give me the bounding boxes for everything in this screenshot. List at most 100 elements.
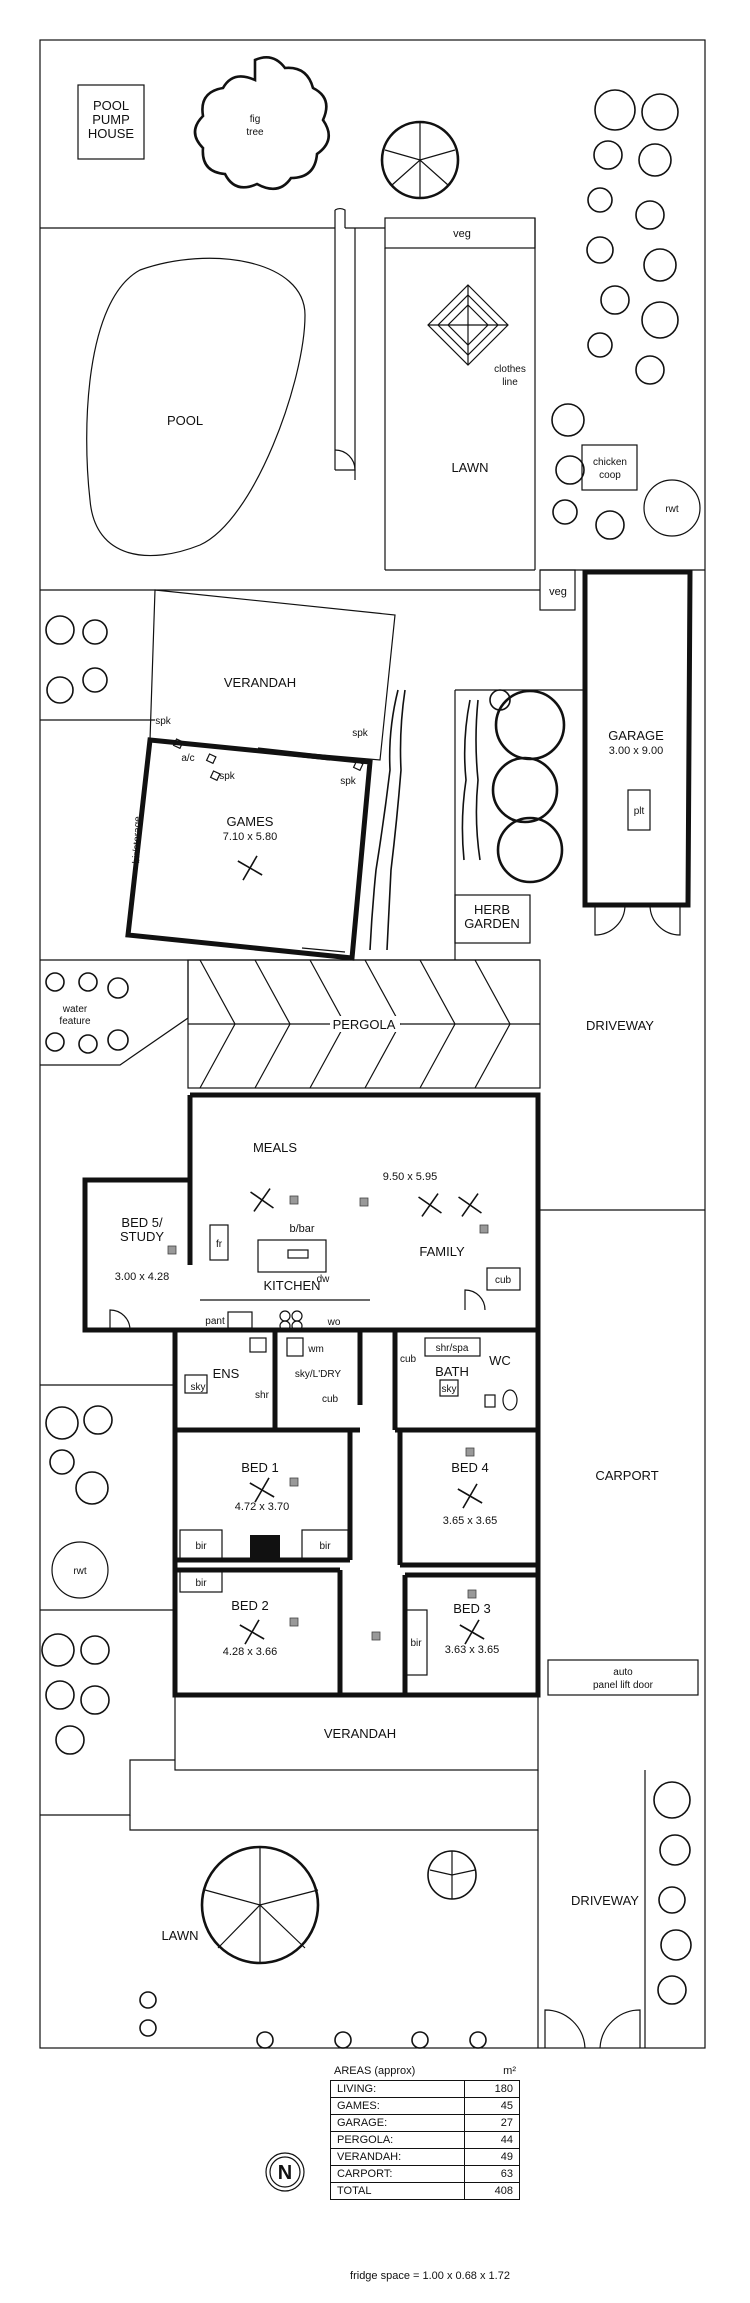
- plan-label: VERANDAH: [224, 675, 296, 690]
- plan-label: shr: [255, 1390, 270, 1401]
- living-area: MEALS 9.50 x 5.95 FAMILY b/bar KITCHEN d…: [200, 1140, 521, 1332]
- plan-label: spk: [155, 716, 172, 727]
- plan-label: bir: [410, 1638, 422, 1649]
- plan-label: WC: [489, 1353, 511, 1368]
- plan-label: spk: [352, 728, 369, 739]
- bed4: BED 4 3.65 x 3.65: [397, 1430, 538, 1568]
- plan-label: chicken: [593, 457, 627, 468]
- plan-label: panel lift door: [593, 1680, 654, 1691]
- area-name: CARPORT:: [330, 2165, 465, 2183]
- garage: veg GARAGE 3.00 x 9.00 plt: [539, 569, 693, 936]
- fig-tree: fig tree: [193, 56, 331, 191]
- plan-label: POOL: [93, 98, 129, 113]
- plan-label: LAWN: [161, 1928, 198, 1943]
- chicken-coop: chicken coop: [581, 444, 638, 491]
- area-value: 44: [464, 2131, 520, 2149]
- area-name: PERGOLA:: [330, 2131, 465, 2149]
- plan-label: wm: [307, 1344, 324, 1355]
- pool: POOL: [86, 257, 306, 557]
- shrubs-front: [139, 1991, 487, 2049]
- bed3: bir BED 3 3.63 x 3.65: [402, 1572, 538, 1695]
- plan-label: sky: [191, 1382, 206, 1393]
- plan-label: HOUSE: [88, 126, 135, 141]
- plan-label: FAMILY: [419, 1244, 465, 1259]
- verandah-front: VERANDAH: [174, 1694, 539, 1771]
- area-name: VERANDAH:: [330, 2148, 465, 2166]
- trees-left-lower: [41, 1405, 113, 1755]
- bed2: bir BED 2 4.28 x 3.66: [175, 1567, 381, 1695]
- plan-label: HERB: [474, 902, 510, 917]
- rainwater-tank-bottom: rwt: [51, 1541, 109, 1599]
- plan-label: tree: [246, 127, 264, 138]
- plan-label: GARAGE: [608, 728, 664, 743]
- plan-label: water: [62, 1004, 88, 1015]
- main-house-walls: [82, 1092, 541, 1698]
- plan-label: bir: [195, 1578, 207, 1589]
- areas-title: AREAS (approx): [334, 2065, 416, 2077]
- plan-label: veg: [549, 586, 567, 598]
- plan-label: b/bar: [289, 1223, 314, 1235]
- pool-pump-house: POOL PUMP HOUSE: [77, 84, 145, 160]
- plan-label: BED 1: [241, 1460, 279, 1475]
- plan-label: 7.10 x 5.80: [223, 831, 277, 843]
- plan-label: BED 3: [453, 1601, 491, 1616]
- plan-label: PERGOLA: [333, 1017, 396, 1032]
- plan-label: a/c: [181, 753, 194, 764]
- plan-label: 3.00 x 4.28: [115, 1271, 169, 1283]
- plan-label: DRIVEWAY: [586, 1018, 654, 1033]
- plan-label: sky/L'DRY: [295, 1369, 342, 1380]
- plan-label: clothes: [494, 364, 526, 375]
- plan-label: pant: [205, 1316, 225, 1327]
- area-name: GARAGE:: [330, 2114, 465, 2132]
- herb-garden: HERB GARDEN: [454, 894, 531, 944]
- plan-label: line: [502, 377, 518, 388]
- area-value: 27: [464, 2114, 520, 2132]
- tree-lawn-top: [380, 120, 460, 200]
- plan-label: 4.72 x 3.70: [235, 1501, 289, 1513]
- plan-label: fr: [216, 1239, 223, 1250]
- areas-unit: m²: [503, 2065, 516, 2077]
- plan-label: spk: [219, 771, 236, 782]
- clothes-line: clothes line: [427, 284, 526, 388]
- plan-label: 3.65 x 3.65: [443, 1515, 497, 1527]
- north-compass: N: [265, 2152, 305, 2192]
- plan-label: GARDEN: [464, 916, 520, 931]
- plan-label: MEALS: [253, 1140, 297, 1155]
- games-room: GAMES 7.10 x 5.80 bir/storage spk spk sp…: [125, 716, 373, 961]
- plan-label: dw: [317, 1274, 331, 1285]
- table-row: VERANDAH:49: [330, 2148, 520, 2166]
- plan-label: BED 4: [451, 1460, 489, 1475]
- pergola: PERGOLA: [187, 959, 541, 1089]
- plan-label: feature: [59, 1016, 91, 1027]
- plan-label: CARPORT: [595, 1468, 658, 1483]
- hedge: [369, 689, 481, 951]
- plan-label: cub: [495, 1275, 512, 1286]
- plan-label: ENS: [213, 1366, 240, 1381]
- plan-label: cub: [400, 1354, 417, 1365]
- plan-label: cub: [322, 1394, 339, 1405]
- plan-label: PUMP: [92, 112, 130, 127]
- plan-label: rwt: [665, 504, 679, 515]
- table-row: PERGOLA:44: [330, 2131, 520, 2149]
- plan-label: auto: [613, 1667, 633, 1678]
- table-row: CARPORT:63: [330, 2165, 520, 2183]
- plan-label: 4.28 x 3.66: [223, 1646, 277, 1658]
- plan-label: bir/storage: [131, 816, 144, 864]
- bed1: BED 1 4.72 x 3.70 bir bir: [175, 1430, 353, 1563]
- plan-label: spk: [340, 776, 357, 787]
- plan-label: DRIVEWAY: [571, 1893, 639, 1908]
- plan-label: BED 2: [231, 1598, 269, 1613]
- trees-herb: [489, 689, 566, 884]
- plan-label: BATH: [435, 1364, 469, 1379]
- plan-label: wo: [327, 1317, 341, 1328]
- trees-right-lower: [653, 1781, 692, 2005]
- area-value: 180: [464, 2080, 520, 2098]
- plan-label: 3.63 x 3.65: [445, 1644, 499, 1656]
- table-row: GAMES:45: [330, 2097, 520, 2115]
- plan-label: POOL: [167, 413, 203, 428]
- area-name: LIVING:: [330, 2080, 465, 2098]
- plan-label: sky: [442, 1384, 457, 1395]
